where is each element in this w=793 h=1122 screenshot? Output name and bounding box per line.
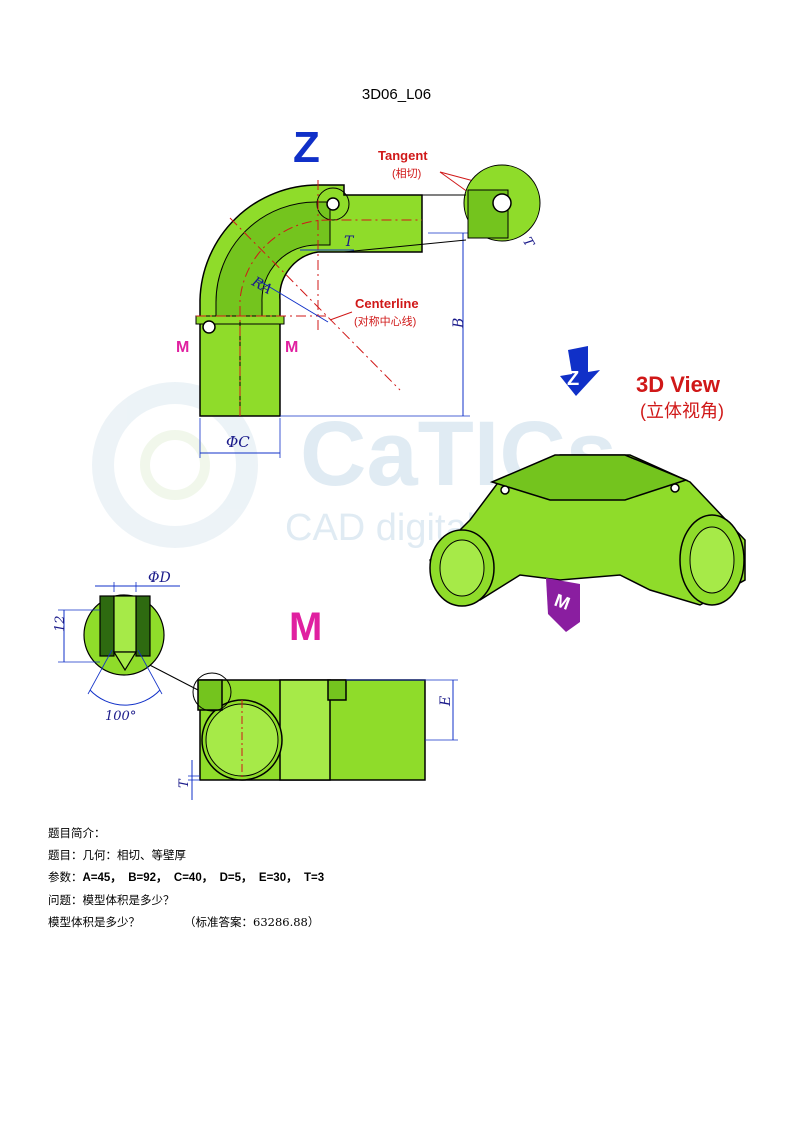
hole-detail	[83, 594, 165, 676]
dim-b: B	[451, 318, 467, 329]
description-params: 参数：A=45， B=92， C=40， D=5， E=30， T=3	[48, 866, 324, 889]
description-topic: 题目：几何：相切、等壁厚	[48, 848, 186, 862]
description-answer-line: 模型体积是多少？ （标准答案：63286.88）	[48, 911, 324, 933]
centerline-label: Centerline	[355, 296, 419, 311]
ra-leader	[257, 279, 329, 323]
dim-e: E	[438, 696, 454, 707]
tangent-label: Tangent	[378, 148, 428, 163]
centerlines	[196, 180, 422, 416]
answer-question: 模型体积是多少？	[48, 915, 140, 929]
params-prefix: 参数：	[48, 870, 83, 884]
view3d-label: 3D View	[636, 372, 721, 397]
description-heading: 题目简介：	[48, 826, 106, 840]
dim-12: 12	[53, 615, 68, 632]
dim-angle: 100°	[105, 709, 136, 724]
page-title: 3D06_L06	[361, 86, 432, 103]
centerline-label-cn: (对称中心线)	[354, 314, 416, 328]
dim-t-top: T	[344, 234, 355, 250]
iso-3d-part	[429, 454, 746, 607]
m-right-marker: M	[285, 339, 298, 356]
m-view-label: M	[289, 605, 322, 649]
m-tag-label: M	[552, 590, 573, 614]
dim-c: ΦC	[226, 433, 250, 451]
z-view-part	[195, 184, 423, 417]
tangent-label-cn: (相切)	[392, 167, 421, 180]
dim-t-bottom: T	[177, 778, 192, 788]
m-view-part	[192, 672, 426, 781]
z-view-label: Z	[293, 123, 320, 172]
m-left-marker: M	[176, 339, 189, 356]
problem-description: 题目简介： 题目：几何：相切、等壁厚 参数：A=45， B=92， C=40， …	[48, 822, 324, 933]
m-tag	[546, 578, 580, 632]
view3d-label-cn: (立体视角)	[640, 401, 724, 421]
z-arrow-label: Z	[567, 368, 579, 390]
dim-t-detail: T	[519, 235, 537, 251]
watermark-logo	[92, 382, 258, 548]
tangent-detail	[343, 164, 541, 253]
dim-d: ΦD	[148, 570, 171, 586]
z-direction-arrow	[560, 346, 600, 396]
description-question: 问题：模型体积是多少？	[48, 893, 175, 907]
standard-answer: （标准答案：63286.88）	[184, 915, 320, 929]
params-values: A=45， B=92， C=40， D=5， E=30， T=3	[82, 872, 325, 884]
